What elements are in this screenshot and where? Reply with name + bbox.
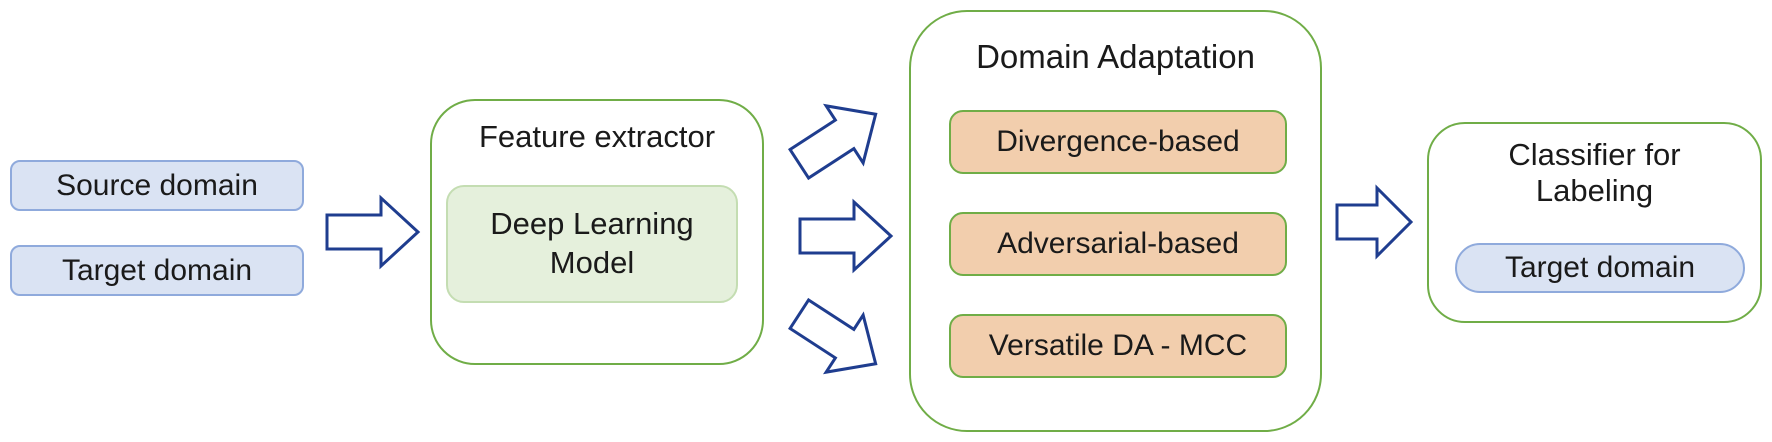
- classifier-target-domain-pill: Target domain: [1455, 243, 1745, 293]
- method-label: Versatile DA - MCC: [988, 329, 1248, 362]
- arrow-right-icon: [798, 198, 894, 274]
- feature-extractor-title: Feature extractor: [478, 119, 716, 154]
- method-label: Divergence-based: [996, 125, 1240, 158]
- arrow-up-right-icon: [788, 103, 878, 181]
- target-domain-box: Target domain: [10, 245, 304, 296]
- deep-learning-model-label: Deep Learning Model: [490, 206, 694, 280]
- domain-adaptation-panel: Domain Adaptation Divergence-based Adver…: [909, 10, 1322, 432]
- arrow-right-icon: [1335, 184, 1414, 260]
- source-domain-label: Source domain: [56, 168, 258, 202]
- classifier-output-label: Target domain: [1504, 251, 1696, 284]
- target-domain-label: Target domain: [61, 253, 253, 287]
- feature-extractor-panel: Feature extractor Deep Learning Model: [430, 99, 764, 365]
- deep-learning-model-box: Deep Learning Model: [446, 185, 738, 303]
- method-box-divergence: Divergence-based: [949, 110, 1287, 174]
- classifier-panel: Classifier for Labeling Target domain: [1427, 122, 1762, 323]
- classifier-title: Classifier for Labeling: [1429, 137, 1760, 208]
- classifier-title-text: Classifier for Labeling: [1508, 137, 1681, 208]
- method-box-versatile-da-mcc: Versatile DA - MCC: [949, 314, 1287, 378]
- source-domain-box: Source domain: [10, 160, 304, 211]
- method-box-adversarial: Adversarial-based: [949, 212, 1287, 276]
- domain-adaptation-title: Domain Adaptation: [976, 38, 1255, 75]
- arrow-right-icon: [325, 194, 421, 270]
- arrow-down-right-icon: [788, 297, 878, 375]
- method-label: Adversarial-based: [997, 227, 1239, 260]
